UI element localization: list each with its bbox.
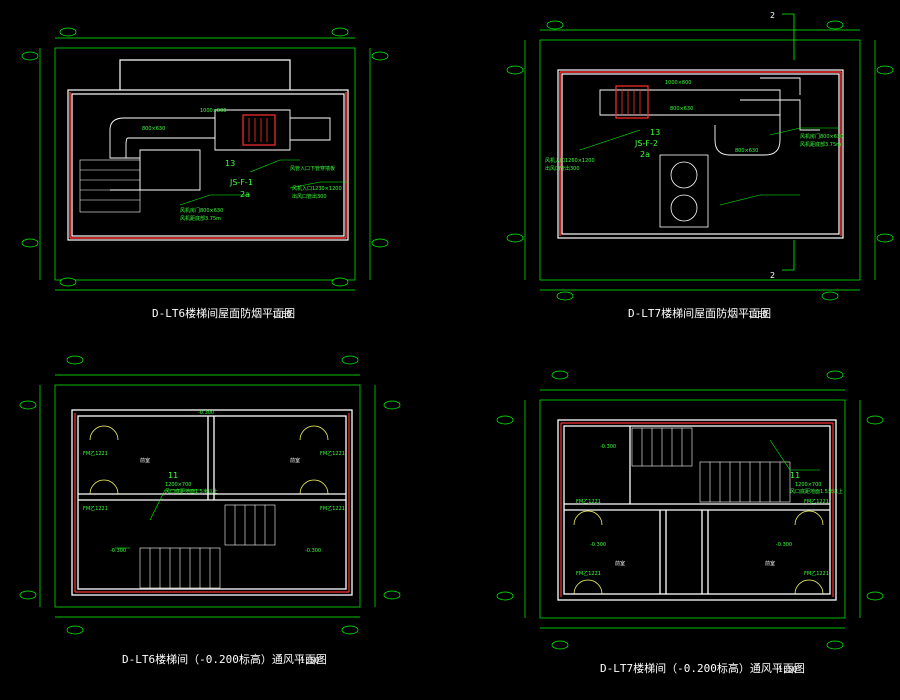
duct-size-label-c: 800×630: [735, 148, 758, 154]
drawing-scale: 1:50: [748, 310, 767, 319]
wall-hatch: [560, 422, 834, 597]
note-5: 风管入口下管穿墙板: [290, 165, 335, 172]
level-mark-top: -0.300: [600, 444, 616, 450]
fan-box: [242, 114, 276, 146]
room-right: 前室: [765, 560, 775, 567]
equipment-unit: [659, 154, 709, 228]
leaders: [115, 489, 200, 549]
duct-size-label-a: 1000×800: [200, 108, 226, 114]
drawing-scale: 1:50: [300, 656, 319, 665]
walls: [67, 59, 349, 241]
drawing-title: D-LT7楼梯间（-0.200标高）通风平面图: [600, 661, 805, 675]
axis-bubbles: [19, 355, 401, 635]
drawing-title: D-LT6楼梯间屋面防烟平面图: [152, 306, 295, 320]
room-left: 前室: [140, 457, 150, 464]
door-label-ll: FM乙1221: [576, 570, 601, 577]
fan-tag: JS-F-1: [229, 178, 253, 187]
axis-bubbles: [506, 20, 894, 301]
vent-tag: 11: [790, 471, 800, 480]
level-mark-right: -0.300: [305, 548, 321, 554]
note-2: 出风口管出300: [545, 165, 580, 172]
axis-bubbles: [496, 370, 884, 650]
note-3: 风机房门800×630: [800, 133, 843, 140]
door-label-lr: FM乙1221: [804, 570, 829, 577]
note-2: 风机距底部3.75m: [180, 215, 221, 222]
section-mark: [782, 13, 795, 271]
dimension-frame: [524, 389, 861, 629]
note-1: 风机房门800×630: [180, 207, 223, 214]
vent-size: 1200×700: [795, 482, 821, 488]
room-left: 前室: [615, 560, 625, 567]
vent-size: 1200×700: [165, 482, 191, 488]
vent-note: 风口底距地面1.5米以上: [790, 488, 843, 495]
plan-d-lt6-roof: 1000×800 800×630 JS-F-1 13 2a 风机房门800×63…: [21, 27, 389, 320]
wall-hatch: [69, 92, 347, 239]
duct-size-label-b: 800×630: [670, 106, 693, 112]
dimension-frame: [39, 37, 371, 291]
door-label-ur: FM乙1221: [804, 498, 829, 505]
fan-number: 13: [225, 159, 235, 168]
walls: [557, 419, 837, 601]
note-4: 出风口管出300: [292, 193, 327, 200]
plan-d-lt7-roof: 2 2 1000×800 800×630 800×630 JS-F-2 13 2…: [506, 11, 894, 320]
drawing-title: D-LT7楼梯间屋面防烟平面图: [628, 306, 771, 320]
wall-hatch: [559, 71, 842, 236]
drawing-title: D-LT6楼梯间（-0.200标高）通风平面图: [122, 652, 327, 666]
duct-run: [599, 77, 820, 156]
level-mark-left: -0.300: [590, 542, 606, 548]
dimension-frame: [524, 29, 876, 291]
drawing-scale: 1:50: [272, 310, 291, 319]
level-mark-top: -0.300: [198, 410, 214, 416]
door-label-ll: FM乙1221: [83, 505, 108, 512]
room-right: 前室: [290, 457, 300, 464]
level-mark-right: -0.300: [776, 542, 792, 548]
duct-size-label-a: 1000×800: [665, 80, 691, 86]
axis-bubbles: [21, 27, 389, 287]
section-mark-bottom: 2: [770, 271, 775, 280]
vent-tag: 11: [168, 471, 178, 480]
door-label-ur: FM乙1221: [320, 450, 345, 457]
door-label-ul: FM乙1221: [83, 450, 108, 457]
duct-run: [109, 109, 331, 191]
dimension-frame: [39, 374, 376, 618]
plan-d-lt6-ground: -0.300 -0.300 -0.300 FM乙1221 FM乙1221 FM乙…: [19, 355, 401, 666]
leaders: [769, 439, 820, 471]
stairs: [139, 504, 276, 589]
leaders: [579, 127, 840, 206]
fan-box: [615, 85, 649, 119]
vent-note: 风口底距地面1.5米以上: [165, 488, 218, 495]
note-3: 风机入口1230×1200: [292, 185, 342, 192]
section-mark-top: 2: [770, 11, 775, 20]
note-4: 风机距底部3.75m: [800, 141, 841, 148]
wall-hatch: [74, 413, 350, 593]
fan-sub: 2a: [640, 150, 650, 159]
fan-tag: JS-F-2: [634, 139, 658, 148]
note-1: 风机入口1260×1200: [545, 157, 595, 164]
walls: [71, 409, 353, 596]
level-mark-left: -0.300: [110, 548, 126, 554]
door-label-lr: FM乙1221: [320, 505, 345, 512]
walls: [557, 69, 844, 239]
drawing-scale: 1:50: [778, 665, 797, 674]
duct-size-label-b: 800×630: [142, 126, 165, 132]
plan-d-lt7-ground: -0.300 -0.300 -0.300 FM乙1221 FM乙1221 FM乙…: [496, 370, 884, 675]
doors: [89, 425, 329, 495]
leaders: [179, 159, 348, 206]
stair-outline: [79, 159, 141, 213]
fan-number: 13: [650, 128, 660, 137]
fan-sub: 2a: [240, 190, 250, 199]
door-label-ul: FM乙1221: [576, 498, 601, 505]
stairs: [631, 427, 791, 503]
doors: [573, 510, 824, 595]
